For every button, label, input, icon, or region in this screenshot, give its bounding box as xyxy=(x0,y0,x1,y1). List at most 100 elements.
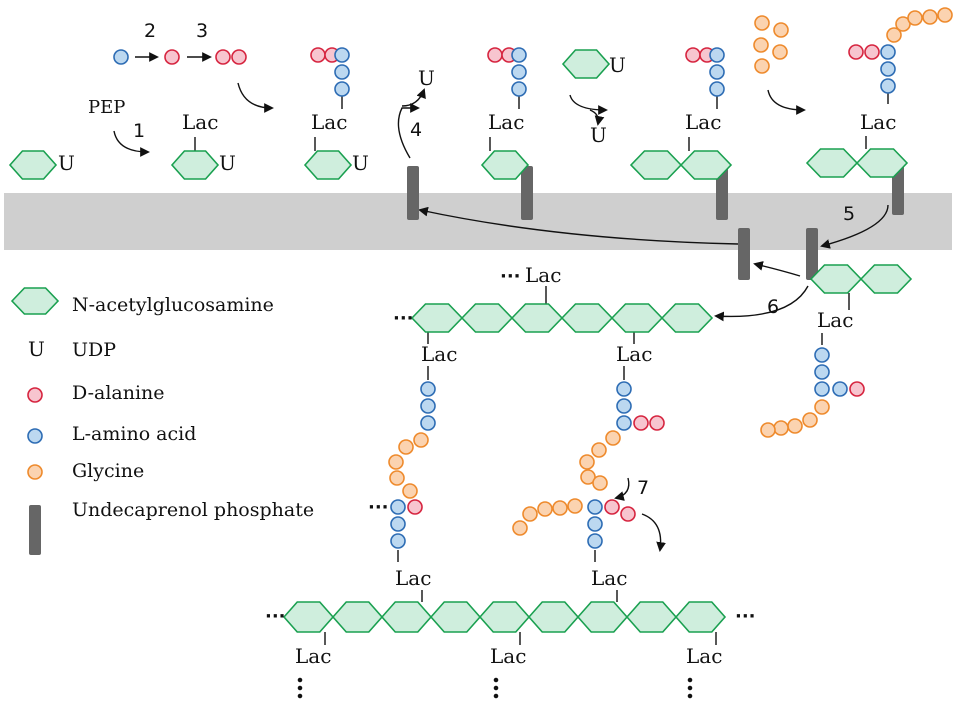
glycine-residue xyxy=(922,9,938,25)
lac-label: Lac xyxy=(591,566,627,590)
d-alanine-residue xyxy=(649,415,665,431)
glycine-residue xyxy=(592,475,608,491)
glycan-chain-hexagon xyxy=(478,601,531,633)
continuation-dots: ··· xyxy=(368,497,389,518)
arrow-nag-addition xyxy=(569,94,608,115)
l-amino-acid-residue xyxy=(814,381,830,397)
glycan-chain-hexagon xyxy=(510,303,564,333)
undecaprenol-phosphate-carrier xyxy=(738,228,750,280)
l-amino-acid-residue xyxy=(334,81,350,97)
arrow-to-stage-2 xyxy=(237,82,274,113)
glycine-residue xyxy=(760,422,776,438)
arrow-step-7 xyxy=(614,477,630,501)
vertical-continuation-dot xyxy=(297,685,303,691)
lac-label: Lac xyxy=(395,566,431,590)
step-number-3: 3 xyxy=(196,20,208,42)
legend-glycine-dot xyxy=(27,464,43,480)
legend-d-alanine-dot xyxy=(27,387,43,403)
n-acetylglucosamine-hexagon xyxy=(303,150,353,180)
d-alanine-residue xyxy=(164,49,180,65)
glycine-residue xyxy=(886,27,902,43)
d-alanine-residue xyxy=(604,499,620,515)
l-amino-acid-residue xyxy=(880,61,896,77)
arrow-carrier-dephosphorylation xyxy=(753,261,801,277)
udp-symbol: U xyxy=(418,66,435,90)
step-numbers: 1 2 3 4 5 6 7 xyxy=(133,20,855,499)
udp-symbol: U xyxy=(219,151,236,175)
continuation-dots: ··· xyxy=(500,266,521,287)
glycan-chain-hexagon xyxy=(674,601,727,633)
vertical-continuation-dot xyxy=(297,693,303,699)
vertical-continuation-dot xyxy=(687,685,693,691)
lac-label: Lac xyxy=(182,110,218,134)
n-acetylglucosamine-hexagon xyxy=(8,150,58,180)
udp-symbol: U xyxy=(352,151,369,175)
glycan-chain-hexagon xyxy=(527,601,580,633)
glycine-residue xyxy=(937,7,953,23)
legend-glycine-label: Glycine xyxy=(72,460,144,482)
glycan-chain-hexagon xyxy=(380,601,433,633)
lac-label: Lac xyxy=(488,110,524,134)
l-amino-acid-residue xyxy=(334,47,350,63)
undecaprenol-carriers xyxy=(29,163,904,555)
continuation-dots: ··· xyxy=(735,606,756,627)
l-amino-acid-residue xyxy=(832,381,848,397)
l-amino-acid-residue xyxy=(511,47,527,63)
d-alanine-residue xyxy=(685,47,701,63)
lac-label: Lac xyxy=(295,644,331,668)
l-amino-acid-residue xyxy=(709,81,725,97)
glycine-residue xyxy=(389,470,405,486)
udp-labels: U U U U U U xyxy=(58,53,626,175)
continuation-dots: ··· xyxy=(265,606,286,627)
l-amino-acid-residue xyxy=(709,47,725,63)
lac-label: Lac xyxy=(311,110,347,134)
step-number-5: 5 xyxy=(843,203,855,225)
glycine-residue xyxy=(772,44,788,60)
glycan-chain-hexagon xyxy=(429,601,482,633)
udp-symbol: U xyxy=(58,151,75,175)
undecaprenol-phosphate-carrier xyxy=(806,228,818,280)
l-amino-acid-residue xyxy=(880,44,896,60)
lac-label: Lac xyxy=(686,644,722,668)
glycine-residue xyxy=(773,22,789,38)
l-amino-acid-residue xyxy=(390,516,406,532)
legend-undecaprenol-bar xyxy=(29,505,41,555)
glycine-residue xyxy=(552,500,568,516)
glycan-chain-hexagon xyxy=(625,601,678,633)
d-alanine-residue xyxy=(231,49,247,65)
n-acetylglucosamine-hexagon xyxy=(170,150,220,180)
vertical-continuation-dot xyxy=(687,677,693,683)
n-acetylglucosamine-hexagon xyxy=(859,264,913,294)
glycine-residue xyxy=(753,37,769,53)
vertical-continuation-dot xyxy=(297,677,303,683)
l-amino-acid-residue xyxy=(616,398,632,414)
arrow-step-5 xyxy=(820,204,889,249)
n-acetylglucosamine-units xyxy=(8,49,913,633)
glycine-residue xyxy=(773,420,789,436)
lac-label: Lac xyxy=(685,110,721,134)
undecaprenol-phosphate-carrier xyxy=(521,166,533,220)
lac-label: Lac xyxy=(490,644,526,668)
legend-l-amino-acid-dot xyxy=(27,428,43,444)
legend-udp-symbol: U xyxy=(28,337,45,361)
glycine-residue xyxy=(605,430,621,446)
glycine-residue xyxy=(402,483,418,499)
glycine-residue xyxy=(413,432,429,448)
reaction-arrows xyxy=(113,52,889,552)
l-amino-acid-residue xyxy=(587,533,603,549)
n-acetylglucosamine-hexagon xyxy=(805,148,859,178)
glycine-residue xyxy=(591,442,607,458)
l-amino-acid-residue xyxy=(113,49,129,65)
glycine-residue xyxy=(522,506,538,522)
l-amino-acid-residue xyxy=(420,415,436,431)
glycine-residue xyxy=(814,399,830,415)
glycan-chain-hexagon xyxy=(331,601,384,633)
l-amino-acid-residue xyxy=(511,81,527,97)
glycine-residue xyxy=(802,412,818,428)
legend-l-amino-acid-label: L-amino acid xyxy=(72,423,196,445)
l-amino-acid-residue xyxy=(616,415,632,431)
glycine-residue xyxy=(754,15,770,31)
l-amino-acid-residue xyxy=(814,364,830,380)
glycine-residue xyxy=(579,454,595,470)
